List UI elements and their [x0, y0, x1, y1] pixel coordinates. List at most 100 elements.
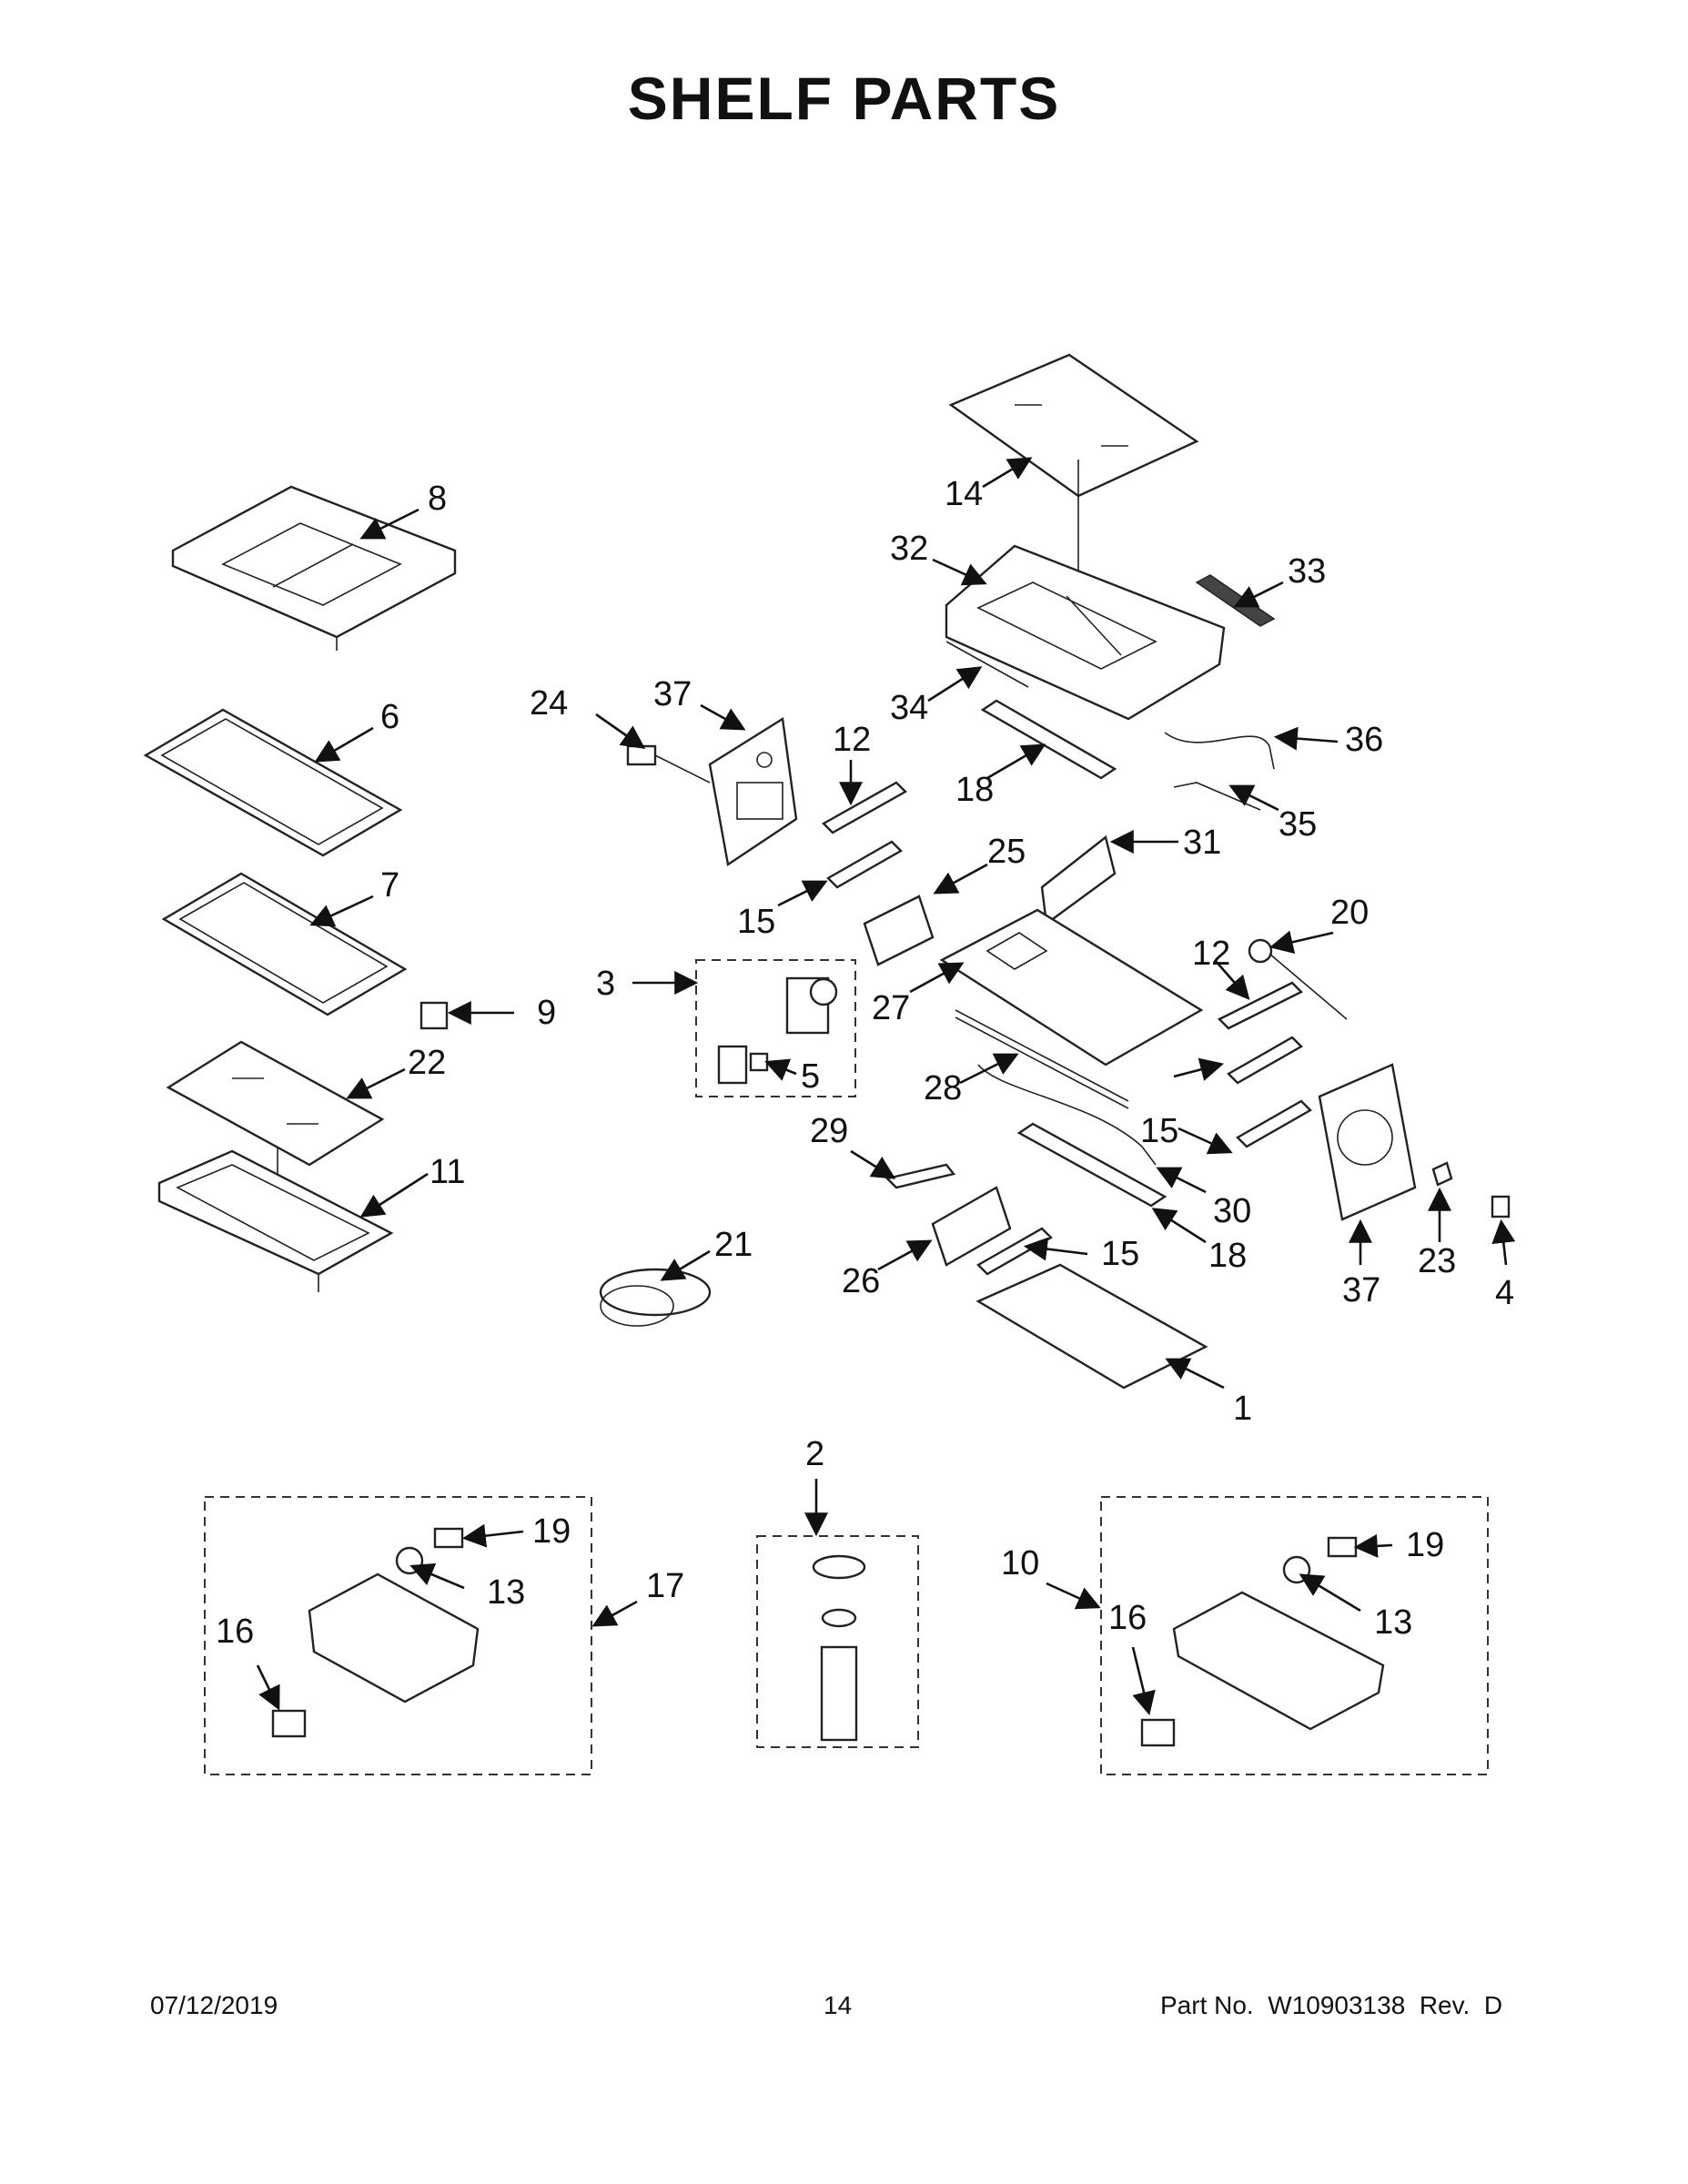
knob-part-5 — [749, 1052, 769, 1072]
crisper-pan-part-11 — [157, 1149, 394, 1292]
callout-35: 35 — [1279, 805, 1317, 844]
drawer-assembly-part-17 — [204, 1496, 592, 1775]
leader-14 — [982, 457, 1033, 489]
leader-10 — [1046, 1582, 1101, 1610]
bracket-part-29 — [884, 1163, 956, 1189]
slide-part-12-right — [1217, 981, 1304, 1030]
wire-harness-part-30 — [977, 1064, 1157, 1166]
leader-35 — [1228, 784, 1279, 812]
callout-30: 30 — [1213, 1192, 1251, 1230]
control-panel-part-37 — [708, 716, 798, 867]
trim-strip-part-33 — [1195, 574, 1276, 627]
rail-part-18-bottom — [1016, 1122, 1167, 1208]
bracket-part-31 — [1040, 834, 1117, 926]
leader-15-right-a — [1173, 1057, 1225, 1081]
glass-shelf-part-6 — [143, 708, 403, 857]
wire-part-36 — [1164, 732, 1275, 770]
leader-13-right — [1299, 1573, 1361, 1613]
callout-15-right: 15 — [1140, 1112, 1178, 1150]
footer-page-number: 14 — [824, 1991, 853, 2019]
leader-15-left — [777, 880, 828, 907]
leader-18-top — [986, 743, 1046, 780]
leader-12-right — [1214, 959, 1250, 1000]
trim-strip-part-34 — [945, 641, 1029, 688]
bracket-part-23 — [1431, 1161, 1453, 1187]
panel-part-37-right — [1318, 1063, 1417, 1221]
wine-rack-part-21 — [599, 1268, 712, 1327]
callout-13-right: 13 — [1374, 1603, 1412, 1642]
cover-part-1 — [975, 1263, 1208, 1390]
callout-1: 1 — [1233, 1390, 1252, 1428]
rail-part-28 — [955, 1009, 1129, 1109]
leader-36 — [1273, 726, 1339, 751]
cover-part-27 — [939, 908, 1204, 1067]
filter-assembly-part-2 — [756, 1535, 919, 1748]
callout-14: 14 — [945, 475, 983, 513]
leader-37-top — [700, 703, 746, 731]
footer-date: 07/12/2019 — [150, 1991, 278, 2019]
leader-11 — [359, 1172, 429, 1218]
leader-26 — [877, 1239, 933, 1271]
module-part-25 — [863, 895, 935, 966]
callout-6: 6 — [380, 698, 399, 736]
callout-16-left: 16 — [216, 1613, 254, 1651]
leader-13-left — [409, 1563, 465, 1590]
leader-1 — [1165, 1358, 1225, 1390]
callout-10: 10 — [1001, 1544, 1039, 1582]
callout-22: 22 — [408, 1044, 446, 1082]
callout-26: 26 — [842, 1262, 880, 1300]
callout-12-right: 12 — [1192, 935, 1230, 973]
callout-8: 8 — [428, 480, 447, 518]
callout-4: 4 — [1495, 1274, 1514, 1312]
fan-module-part-3 — [695, 959, 856, 1097]
leader-28 — [959, 1053, 1019, 1085]
leader-32 — [932, 558, 987, 586]
callout-33: 33 — [1288, 552, 1326, 591]
leader-17 — [591, 1600, 638, 1627]
leader-33 — [1233, 581, 1284, 608]
glass-cover-part-22 — [166, 1040, 385, 1228]
callout-13-left: 13 — [487, 1573, 525, 1612]
drawer-assembly-part-10 — [1100, 1496, 1489, 1775]
callout-16-right: 16 — [1108, 1599, 1147, 1637]
leader-19-right — [1353, 1533, 1393, 1558]
leader-20 — [1269, 930, 1334, 954]
callout-28: 28 — [924, 1069, 962, 1107]
leader-29 — [850, 1149, 896, 1179]
callout-24: 24 — [530, 684, 568, 723]
callout-37-top: 37 — [653, 675, 692, 713]
callout-11: 11 — [430, 1153, 465, 1191]
screw-part-4 — [1491, 1195, 1511, 1218]
leader-15-right-b — [1178, 1127, 1233, 1155]
glass-shelf-part-7 — [161, 872, 408, 1016]
callout-2: 2 — [805, 1435, 824, 1473]
wire-part-35 — [1173, 782, 1261, 811]
callout-31: 31 — [1183, 824, 1221, 862]
callout-27: 27 — [872, 989, 910, 1027]
bracket-part-9 — [419, 1001, 449, 1030]
leader-16-left — [256, 1664, 280, 1711]
callout-15-bottom: 15 — [1101, 1235, 1139, 1273]
leader-16-right — [1131, 1646, 1156, 1716]
leader-30 — [1156, 1167, 1207, 1194]
callout-9: 9 — [537, 994, 556, 1032]
bracket-part-26 — [931, 1186, 1012, 1267]
callout-34: 34 — [890, 689, 928, 727]
leader-22 — [346, 1067, 406, 1099]
callout-37-bottom: 37 — [1342, 1271, 1380, 1309]
callout-25: 25 — [987, 833, 1026, 871]
glass-part-14 — [948, 353, 1199, 637]
leader-6 — [314, 726, 374, 763]
slide-part-15-left — [826, 840, 903, 889]
callout-19-right: 19 — [1406, 1526, 1444, 1564]
slide-part-12-left — [822, 781, 907, 834]
leader-18-bottom — [1151, 1208, 1207, 1244]
callout-20: 20 — [1330, 894, 1369, 932]
leader-25 — [933, 863, 988, 895]
callout-15-left: 15 — [737, 903, 775, 941]
callout-32: 32 — [890, 530, 928, 568]
page-title: SHELF PARTS — [627, 65, 1061, 132]
leader-5 — [764, 1058, 797, 1081]
leader-24 — [595, 713, 646, 749]
